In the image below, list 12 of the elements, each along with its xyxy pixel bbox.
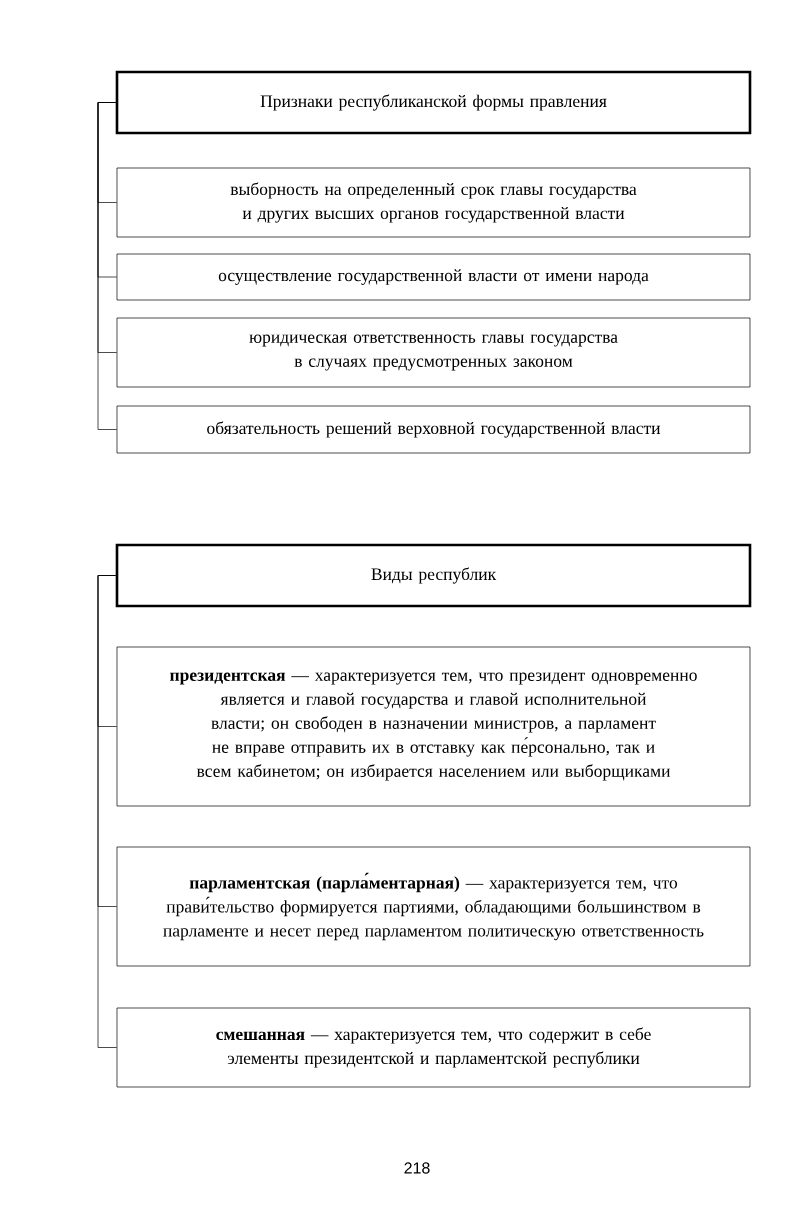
text-box: выборность на определенный срок главы государства и других высших органов государственной власти bbox=[116, 167, 751, 238]
text-box: смешанная — характеризуется тем, что содержит в себе элементы президентской и парламентской республики bbox=[116, 1007, 751, 1088]
connector-line bbox=[97, 575, 117, 1048]
text-box: осуществление государственной власти от имени народа bbox=[116, 253, 751, 301]
heading-box: Виды республик bbox=[115, 543, 752, 608]
text-box: юридическая ответственность главы государства в случаях предусмотренных законом bbox=[116, 317, 751, 388]
text-box: парламентская (парла́ментарная) — характеризуется тем, что прави́тельство формируется партиями, обладающими большинством в парламенте и несет перед парламентом политическую ответственность bbox=[116, 846, 751, 967]
heading-box: Признаки республиканской формы правления bbox=[115, 70, 752, 135]
text-box: президентская — характеризуется тем, что президент одновременно является и главой государства и главой исполнительной власти; он свободен в назначении министров, а парламент не вправе отправить их в отставку как пе́рсонально, так и всем кабинетом; он избирается населением или выборщиками bbox=[116, 646, 751, 807]
text-box: обязательность решений верховной государственной власти bbox=[116, 405, 751, 454]
page-number: 218 bbox=[404, 1162, 430, 1174]
connector-line bbox=[97, 102, 117, 430]
